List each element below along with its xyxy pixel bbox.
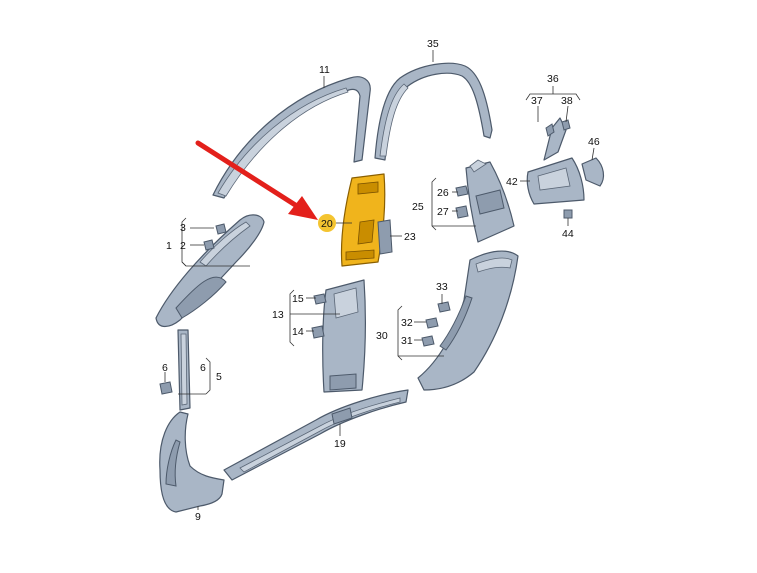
label-23: 23 xyxy=(404,231,416,243)
label-33: 33 xyxy=(436,281,448,293)
label-38: 38 xyxy=(561,95,573,107)
part-25-c-pillar-upper-trim xyxy=(465,159,515,243)
label-36: 36 xyxy=(547,73,559,85)
leader-lines xyxy=(164,50,595,510)
label-19: 19 xyxy=(334,438,346,450)
part-1-a-pillar-trim xyxy=(155,214,265,328)
label-31: 31 xyxy=(401,335,413,347)
label-3: 3 xyxy=(180,222,186,234)
part-30-wheel-arch-trim xyxy=(417,250,519,391)
part-46-cap xyxy=(581,157,605,187)
part-44-screw xyxy=(563,209,573,219)
label-5: 5 xyxy=(216,371,222,383)
part-11-a-pillar-upper-trim xyxy=(212,76,371,199)
label-9: 9 xyxy=(195,511,201,523)
label-25: 25 xyxy=(412,201,424,213)
part-2-clip xyxy=(203,239,215,251)
part-14-clip xyxy=(311,325,325,339)
label-42: 42 xyxy=(506,176,518,188)
highlight-arrow-icon xyxy=(195,140,318,220)
part-31-clip xyxy=(421,335,435,347)
part-9-kick-panel xyxy=(159,411,225,513)
label-14: 14 xyxy=(292,326,304,338)
label-30: 30 xyxy=(376,330,388,342)
label-32: 32 xyxy=(401,317,413,329)
highlight-badge-20 xyxy=(318,214,336,232)
part-15-clip xyxy=(313,293,327,305)
part-5-lower-post xyxy=(177,329,191,411)
part-20-b-pillar-upper-trim xyxy=(340,173,386,267)
part-23-clip xyxy=(377,219,393,255)
label-26: 26 xyxy=(437,187,449,199)
part-32-clip xyxy=(425,317,439,329)
label-20: 20 xyxy=(321,218,333,230)
label-11: 11 xyxy=(319,64,330,76)
part-19-sill-panel xyxy=(223,389,409,481)
label-15: 15 xyxy=(292,293,304,305)
label-2: 2 xyxy=(180,240,186,252)
part-33-clip xyxy=(437,301,451,313)
part-36-bracket xyxy=(543,117,571,161)
label-13: 13 xyxy=(272,309,284,321)
part-35-door-frame-seal xyxy=(374,62,493,161)
label-44: 44 xyxy=(562,228,574,240)
label-35: 35 xyxy=(427,38,439,50)
part-6-clip xyxy=(159,381,173,395)
label-27: 27 xyxy=(437,206,449,218)
label-1: 1 xyxy=(166,240,172,252)
label-6a: 6 xyxy=(162,362,168,374)
part-3-clip xyxy=(215,223,227,235)
part-13-b-pillar-lower-trim xyxy=(322,279,366,393)
part-27-clip xyxy=(455,205,469,219)
part-26-clip xyxy=(455,185,469,197)
label-6b: 6 xyxy=(200,362,206,374)
part-42-quarter-trim xyxy=(526,157,585,205)
label-46: 46 xyxy=(588,136,600,148)
label-37: 37 xyxy=(531,95,543,107)
callout-labels: 11 35 3 1 2 6 6 5 9 20 23 15 13 14 19 26… xyxy=(162,38,600,523)
